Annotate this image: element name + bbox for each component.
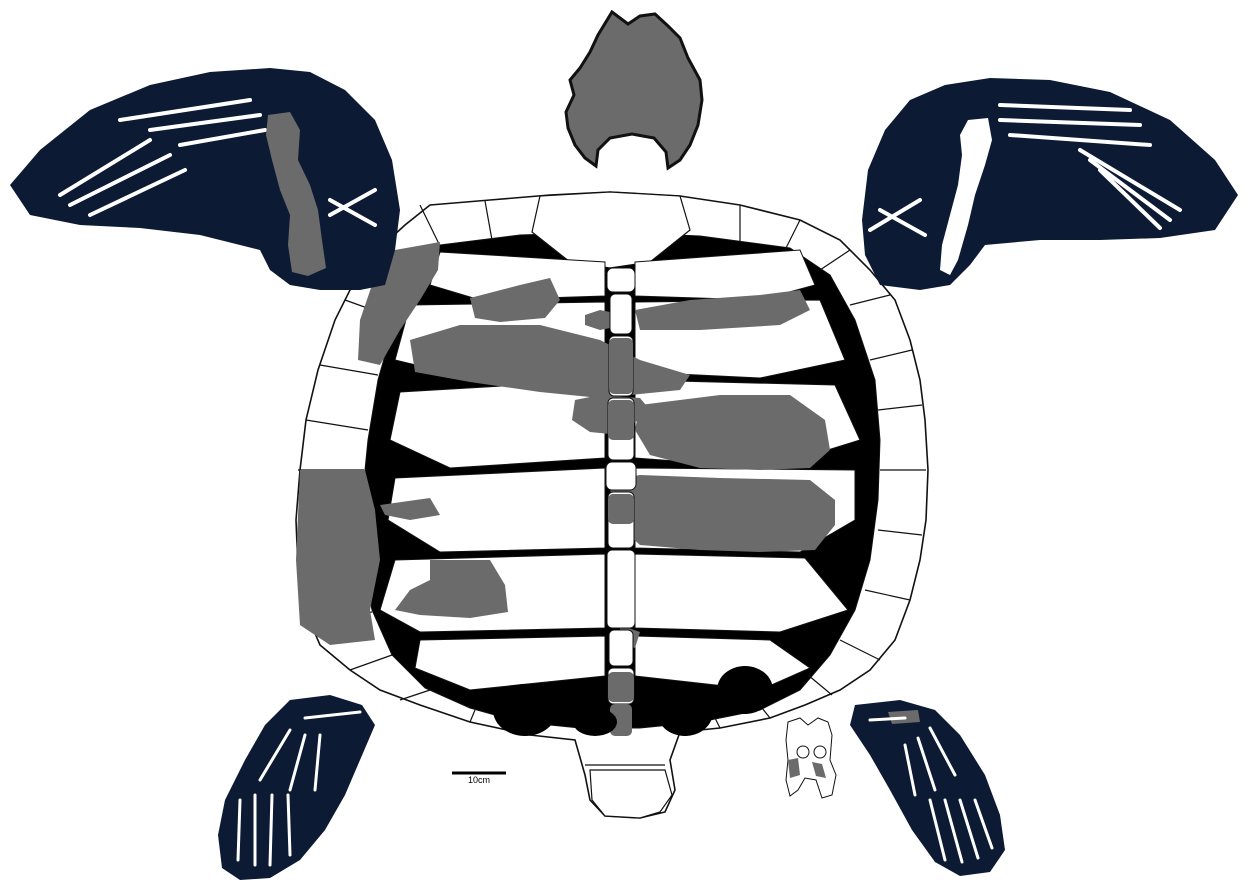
left-rear-flipper bbox=[218, 695, 375, 880]
scale-bar-label: 10cm bbox=[468, 775, 490, 785]
right-front-flipper bbox=[862, 78, 1238, 290]
right-rear-flipper bbox=[850, 700, 1005, 876]
left-front-flipper bbox=[10, 68, 400, 290]
scale-bar: 10cm bbox=[452, 773, 506, 785]
pelvis-inset bbox=[786, 718, 836, 798]
skull-fragment bbox=[566, 12, 702, 168]
carapace bbox=[296, 192, 928, 818]
